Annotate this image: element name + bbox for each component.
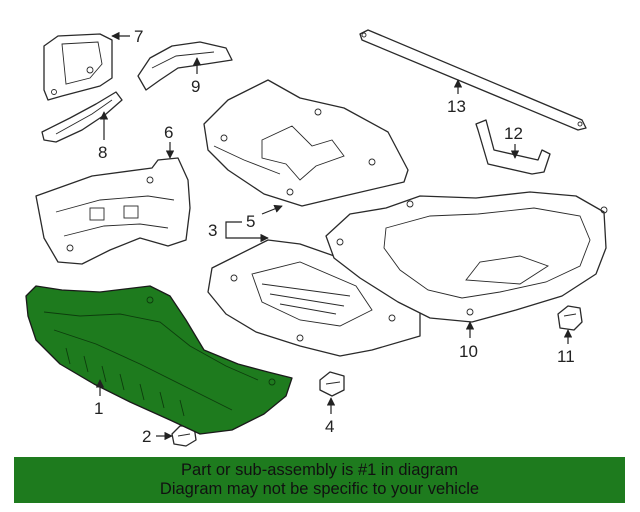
callout-7: 7	[134, 27, 143, 46]
part-4-clip[interactable]	[319, 371, 345, 397]
callout-12: 12	[504, 124, 523, 143]
callout-2: 2	[142, 427, 151, 446]
part-3-lower-shield[interactable]	[207, 239, 421, 357]
part-6-frame[interactable]	[35, 157, 191, 265]
callout-9: 9	[191, 77, 200, 96]
callout-11: 11	[557, 347, 575, 366]
callout-labels: 7 9 8 6 13 12 5 3 10 11 4 2 1	[94, 27, 575, 446]
part-9-bracket[interactable]	[137, 41, 233, 91]
callout-13: 13	[447, 97, 466, 116]
part-13-rod[interactable]	[359, 29, 587, 131]
callout-3: 3	[208, 221, 217, 240]
part-2-clip[interactable]	[171, 425, 197, 447]
callout-8: 8	[98, 143, 107, 162]
part-1-underbody-shield[interactable]	[25, 285, 293, 435]
banner-line-2: Diagram may not be specific to your vehi…	[159, 480, 480, 498]
part-11-clip[interactable]	[557, 305, 583, 331]
callout-6: 6	[164, 123, 173, 142]
part-8-bracket[interactable]	[41, 91, 123, 143]
leader-lines	[95, 31, 573, 441]
part-10-floor-tray[interactable]	[325, 191, 608, 323]
callout-5: 5	[246, 212, 255, 231]
callout-1: 1	[94, 399, 103, 418]
info-banner: Part or sub-assembly is #1 in diagram Di…	[14, 457, 625, 503]
part-12-bracket[interactable]	[475, 119, 551, 175]
part-5-upper-shield[interactable]	[203, 79, 409, 207]
banner-line-1: Part or sub-assembly is #1 in diagram	[181, 461, 458, 479]
part-7-side-panel[interactable]	[43, 33, 113, 101]
callout-10: 10	[459, 342, 478, 361]
parts-diagram: 7 9 8 6 13 12 5 3 10 11 4 2 1	[25, 27, 608, 447]
callout-4: 4	[325, 417, 334, 436]
